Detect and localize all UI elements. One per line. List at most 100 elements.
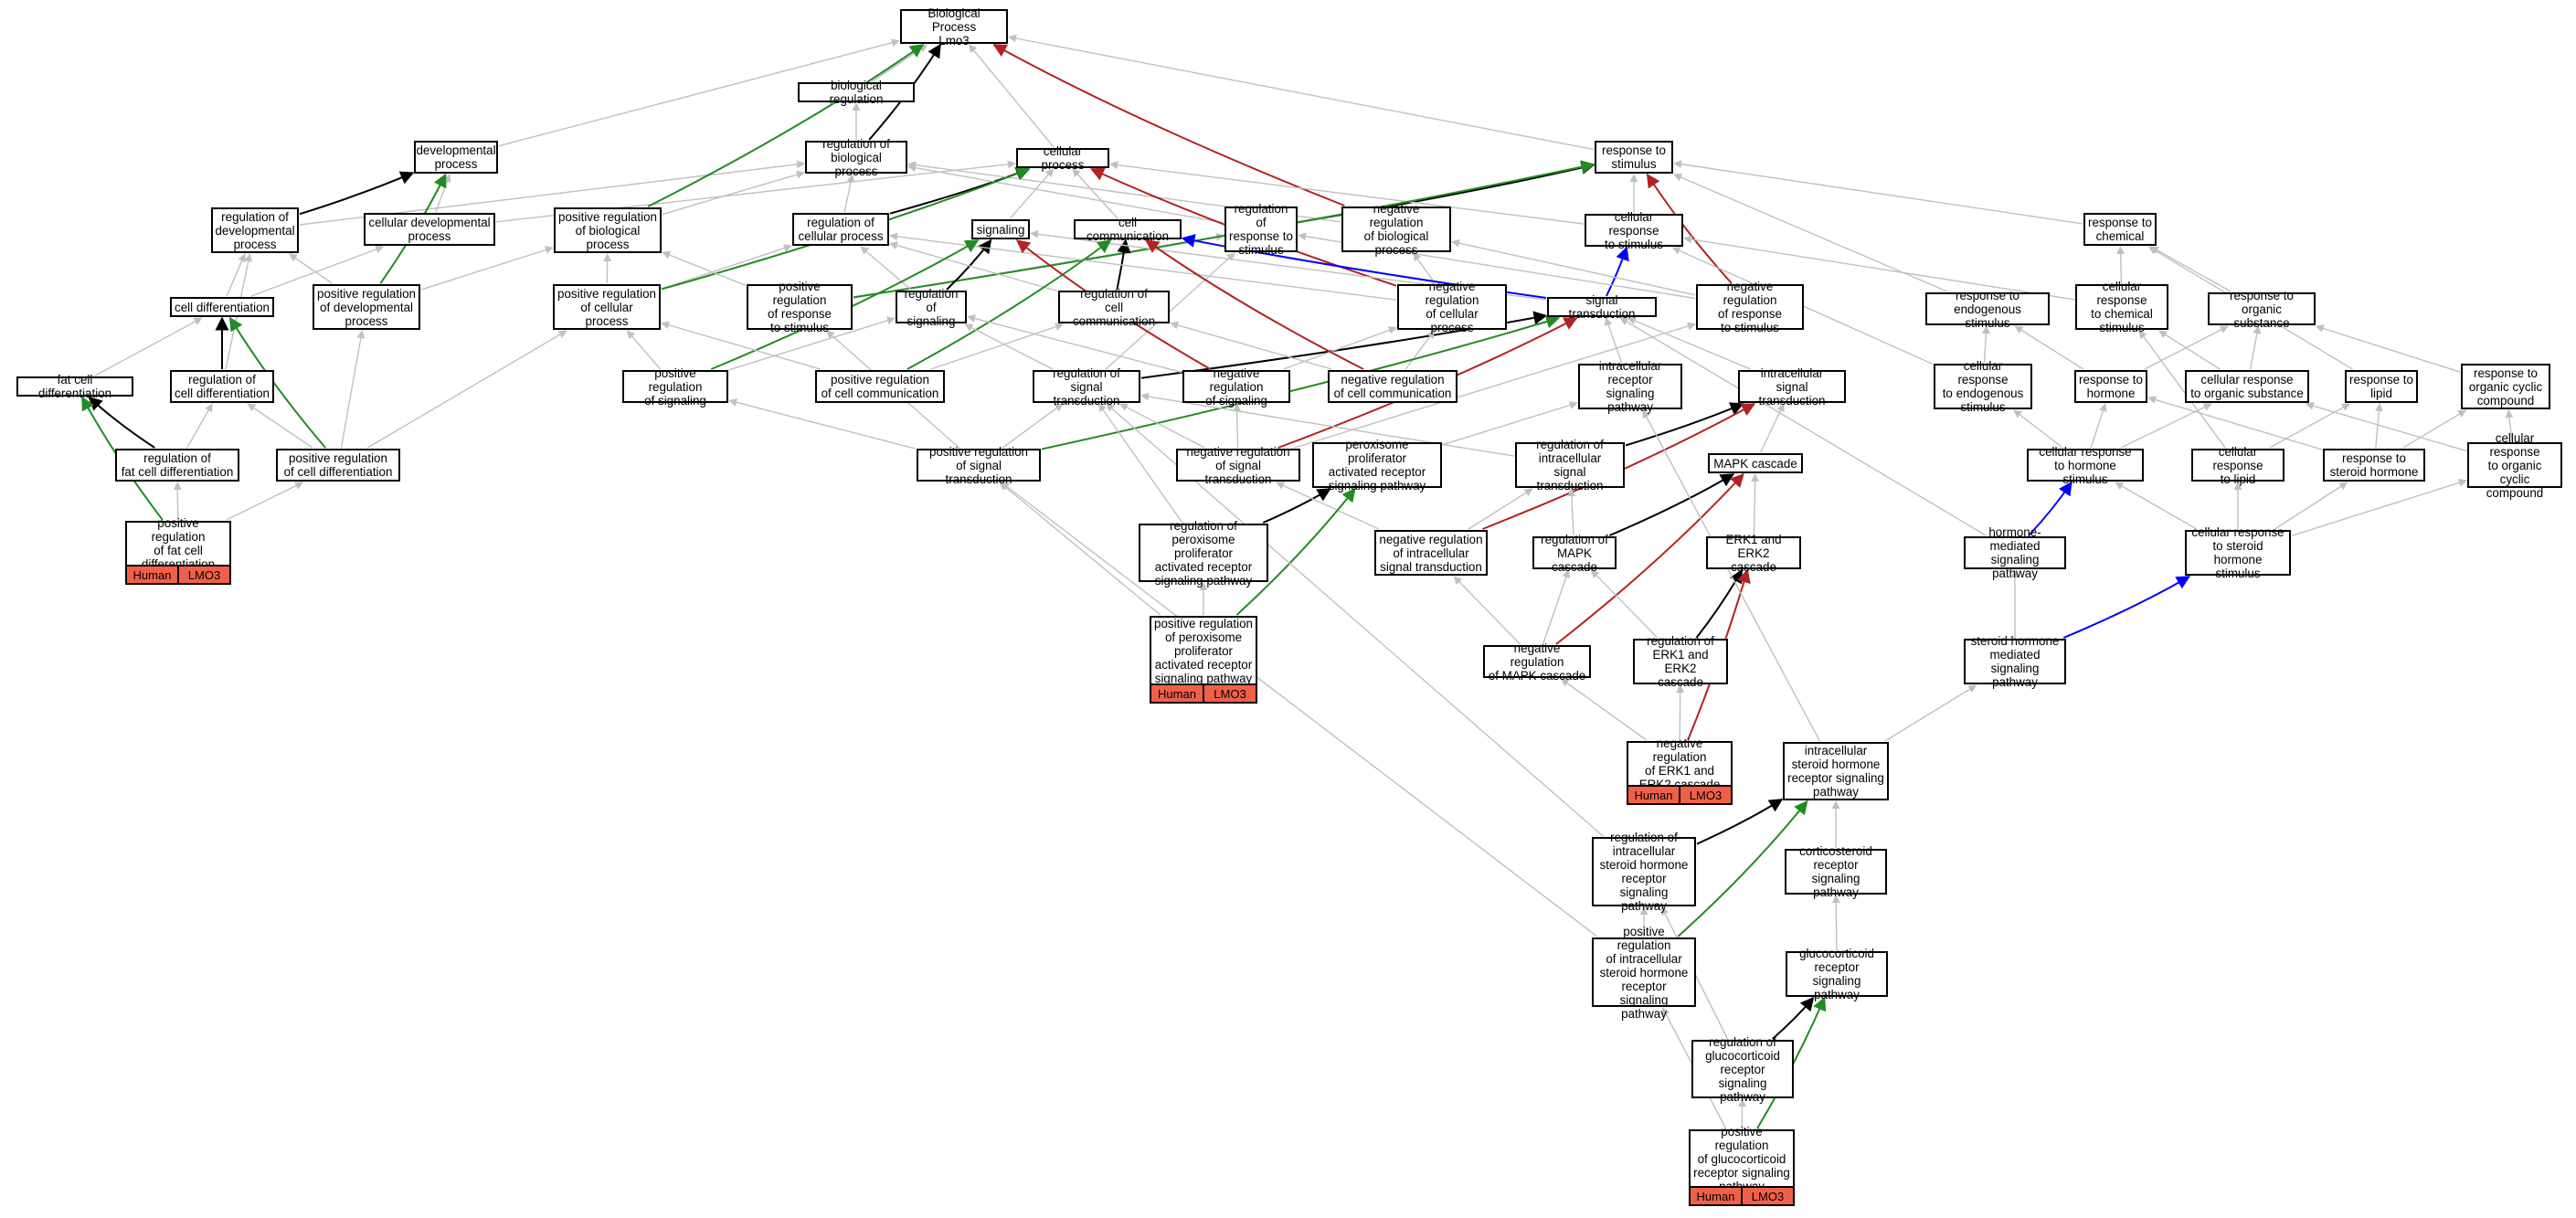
- is-a-edge: [2402, 409, 2467, 449]
- go-term-node: positive regulation of signal transducti…: [917, 445, 1041, 486]
- go-term-node: regulation of response to stimulus: [1224, 202, 1298, 257]
- is-a-edge: [250, 245, 385, 297]
- go-term-node: regulation of biological process: [805, 137, 907, 178]
- go-term-node: negative regulation of intracellular sig…: [1374, 530, 1488, 576]
- positively-regulates-edge: [1041, 314, 1561, 450]
- go-term-node: cellular response to hormone stimulus: [2027, 445, 2144, 486]
- positively-regulates-edge: [906, 239, 1112, 370]
- is-a-edge: [2013, 409, 2063, 449]
- is-a-edge: [999, 482, 1161, 616]
- species-tag: Human: [127, 567, 177, 583]
- is-a-edge: [1294, 322, 1696, 449]
- go-term-node: intracellular steroid hormone receptor s…: [1783, 742, 1889, 800]
- is-a-edge: [226, 482, 304, 521]
- is-a-edge: [1642, 409, 1821, 742]
- is-a-edge: [2014, 325, 2084, 370]
- is-a-edge: [2274, 482, 2348, 530]
- part-of-edge: [1609, 473, 1735, 536]
- is-a-edge: [2090, 403, 2107, 449]
- is-a-edge: [889, 232, 1397, 301]
- regulates-edge: [1606, 246, 1629, 297]
- is-a-edge: [289, 253, 333, 284]
- go-term-node: glucocorticoid receptor signaling pathwa…: [1786, 947, 1888, 1001]
- is-a-edge: [186, 403, 213, 449]
- go-term-node: fat cell differentiation: [16, 373, 133, 400]
- is-a-edge: [964, 323, 1054, 370]
- go-term-node: regulation of peroxisome proliferator ac…: [1139, 519, 1268, 588]
- go-term-node: positive regulation of fat cell differen…: [125, 516, 231, 571]
- go-term-node: positive regulation of peroxisome prolif…: [1150, 616, 1257, 685]
- is-a-edge: [2374, 403, 2383, 449]
- go-term-node: response to stimulus: [1595, 141, 1673, 174]
- part-of-edge: [1262, 488, 1331, 524]
- go-term-node: hormone-mediated signaling pathway: [1964, 525, 2066, 580]
- negatively-regulates-edge: [1144, 239, 1364, 370]
- is-a-edge: [1001, 482, 1598, 937]
- go-term-node: cell differentiation: [170, 297, 274, 317]
- go-term-node: regulation of signal transduction: [1033, 366, 1140, 408]
- go-term-node: positive regulation of response to stimu…: [747, 280, 853, 334]
- go-term-node: cellular response to lipid: [2191, 445, 2284, 486]
- is-a-edge: [728, 397, 917, 450]
- go-term-node: regulation of intracellular steroid horm…: [1592, 831, 1696, 913]
- is-a-edge: [1542, 569, 1571, 645]
- is-a-edge: [1233, 403, 1242, 449]
- is-a-edge: [2291, 478, 2467, 536]
- is-a-edge: [1009, 168, 1055, 219]
- is-a-edge: [2116, 246, 2125, 284]
- gene-tag: LMO3: [1679, 787, 1731, 803]
- negatively-regulates-edge: [1646, 173, 1733, 284]
- is-a-edge: [889, 241, 1058, 292]
- is-a-edge: [1072, 168, 1118, 219]
- go-term-node: positive regulation of intracellular ste…: [1592, 925, 1696, 1021]
- is-a-edge: [1627, 316, 1751, 370]
- go-term-node: negative regulation of response to stimu…: [1696, 280, 1804, 334]
- is-a-edge: [1673, 173, 1947, 292]
- is-a-edge: [1567, 488, 1576, 536]
- is-a-edge: [662, 170, 805, 216]
- go-term-node: intracellular receptor signaling pathway: [1578, 359, 1682, 414]
- is-a-edge: [94, 317, 203, 376]
- is-a-edge: [1604, 317, 1623, 364]
- is-a-edge: [930, 323, 1064, 370]
- is-a-edge: [1170, 321, 1332, 370]
- go-term-node: ERK1 and ERK2 cascade: [1706, 533, 1801, 574]
- go-term-node: negative regulation of signaling: [1182, 366, 1290, 408]
- go-term-node: steroid hormone mediated signaling pathw…: [1964, 634, 2066, 689]
- is-a-edge: [2158, 330, 2221, 370]
- go-term-node: regulation of intracellular signal trans…: [1515, 438, 1625, 492]
- go-term-node: positive regulation of cellular process: [553, 284, 661, 330]
- is-a-edge: [1002, 403, 1064, 449]
- is-a-edge: [1619, 317, 1987, 536]
- is-a-edge: [247, 403, 313, 449]
- go-term-node: positive regulation of developmental pro…: [313, 284, 420, 330]
- go-term-node: regulation of MAPK cascade: [1532, 533, 1617, 574]
- is-a-edge: [366, 330, 567, 449]
- go-term-node: response to hormone: [2074, 370, 2147, 403]
- is-a-edge: [2150, 246, 2231, 292]
- go-term-node: positive regulation of glucocorticoid re…: [1689, 1125, 1795, 1193]
- is-a-edge: [2138, 330, 2226, 449]
- go-term-node: response to chemical: [2083, 213, 2157, 246]
- go-term-node: Biological Process Lmo3: [900, 6, 1008, 48]
- is-a-edge: [843, 174, 855, 213]
- is-a-edge: [340, 330, 366, 449]
- is-a-edge: [1453, 576, 1521, 645]
- is-a-edge: [1405, 330, 1436, 370]
- is-a-edge: [1760, 403, 1785, 453]
- go-term-node: regulation of signaling: [896, 287, 967, 328]
- go-term-node: regulation of cellular process: [792, 213, 889, 246]
- go-term-node: regulation of cell differentiation: [170, 370, 274, 403]
- gene-tag: LMO3: [177, 567, 229, 583]
- go-term-node: cellular process: [1016, 144, 1109, 172]
- go-term-node: cellular response to organic cyclic comp…: [2467, 431, 2562, 500]
- is-a-edge: [968, 44, 1055, 148]
- species-tag: Human: [1691, 1188, 1741, 1204]
- go-term-node: regulation of ERK1 and ERK2 cascade: [1633, 634, 1728, 689]
- part-of-edge: [946, 238, 992, 291]
- go-term-node: negative regulation of MAPK cascade: [1483, 641, 1591, 683]
- is-a-edge: [1683, 235, 2075, 301]
